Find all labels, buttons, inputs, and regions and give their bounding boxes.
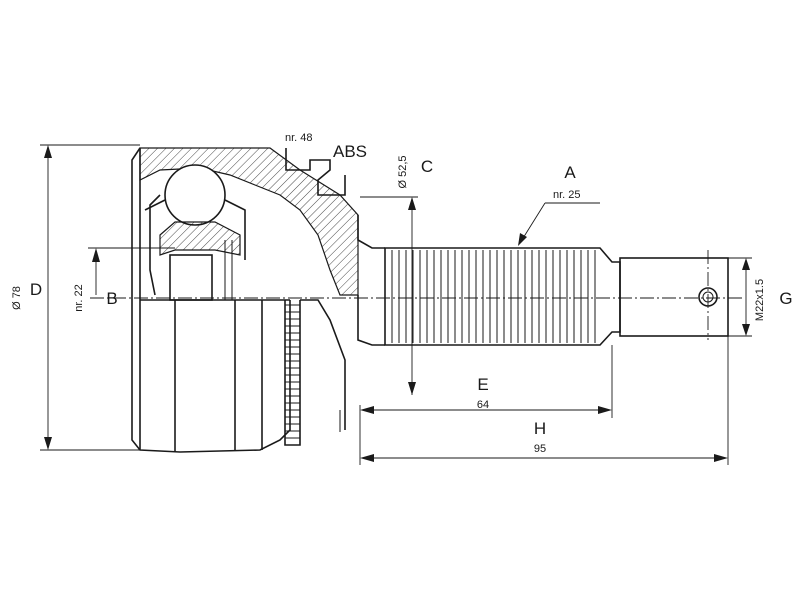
nr25-text: nr. 25	[553, 189, 581, 201]
label-c: C	[421, 157, 433, 176]
housing-outline-lower	[131, 147, 291, 453]
dim-d-diameter-text: Ø 78	[11, 286, 23, 310]
label-b: B	[106, 289, 117, 308]
joint-ball	[164, 164, 226, 226]
stub-shaft	[357, 215, 729, 346]
housing-neck-lower	[300, 299, 346, 430]
cage-line-2	[224, 199, 246, 260]
neck-upper	[357, 215, 385, 249]
inner-hub	[169, 254, 213, 301]
label-h: H	[534, 419, 546, 438]
dim-e-value: 64	[477, 399, 489, 411]
inner-race-section	[159, 221, 241, 256]
label-e: E	[477, 375, 488, 394]
dim-h-value: 95	[534, 443, 546, 455]
thread-spec-text: M22x1.5	[754, 279, 766, 321]
cage-line-1	[144, 199, 166, 211]
dim-c-diameter-text: Ø 52,5	[397, 155, 409, 188]
dimension-c	[360, 196, 418, 395]
dimension-h	[359, 336, 729, 465]
threaded-end	[619, 257, 729, 337]
abs-label: ABS	[333, 142, 367, 161]
dimension-e	[360, 345, 613, 418]
abs-ring-teeth	[285, 304, 300, 439]
nr48-text: nr. 48	[285, 132, 313, 144]
neck-lower-edge	[357, 295, 385, 346]
dimension-g	[728, 257, 752, 337]
label-d: D	[30, 280, 42, 299]
abs-ring	[284, 148, 346, 446]
label-g: G	[779, 289, 792, 308]
housing-inner-race	[149, 194, 161, 296]
abs-ring-body	[284, 300, 301, 446]
dimension-b	[88, 247, 175, 295]
dimension-d	[40, 144, 140, 451]
housing-section-upper	[139, 147, 359, 296]
label-a: A	[564, 163, 576, 182]
leader-a	[518, 202, 600, 246]
abs-sensor-bracket	[285, 148, 346, 196]
ball-cage-assembly	[144, 164, 246, 301]
spline-lines	[391, 250, 596, 343]
dim-b-nr-text: nr. 22	[73, 284, 85, 312]
